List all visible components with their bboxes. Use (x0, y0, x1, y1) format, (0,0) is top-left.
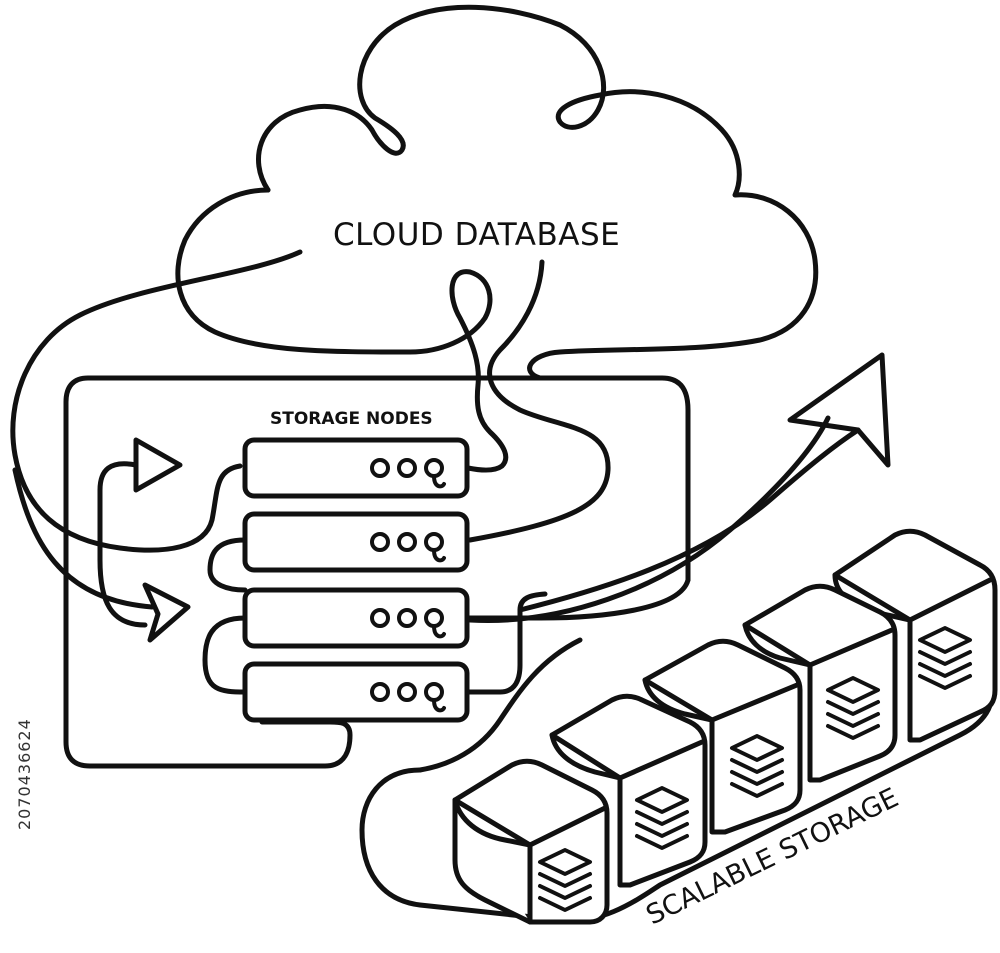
storage-box-icon (832, 528, 998, 743)
disk-stack-icon (635, 786, 689, 850)
scalable-storage-group (359, 528, 998, 925)
storage-nodes-frame (63, 375, 543, 769)
storage-box-icon (452, 758, 610, 925)
disk-stack-icon (918, 626, 972, 690)
stock-id-label: 2070436624 (15, 718, 34, 830)
disk-stack-icon (826, 676, 880, 740)
storage-box-icon (549, 693, 708, 888)
server-unit-icon (242, 511, 470, 573)
storage-box-icon (742, 583, 898, 783)
flow-arrow-icon (12, 467, 191, 643)
growth-arrow-icon (467, 352, 891, 623)
storage-box-icon (642, 638, 803, 835)
play-arrow-icon (97, 437, 183, 628)
cloud-database-title: CLOUD DATABASE (333, 217, 620, 253)
server-unit-icon (242, 587, 470, 649)
storage-nodes-label: STORAGE NODES (270, 409, 433, 429)
server-rack (202, 437, 691, 723)
disk-stack-icon (538, 848, 592, 912)
disk-stack-icon (730, 734, 784, 798)
cloud-icon (10, 4, 819, 583)
server-unit-icon (242, 661, 470, 723)
server-unit-icon (242, 437, 470, 499)
